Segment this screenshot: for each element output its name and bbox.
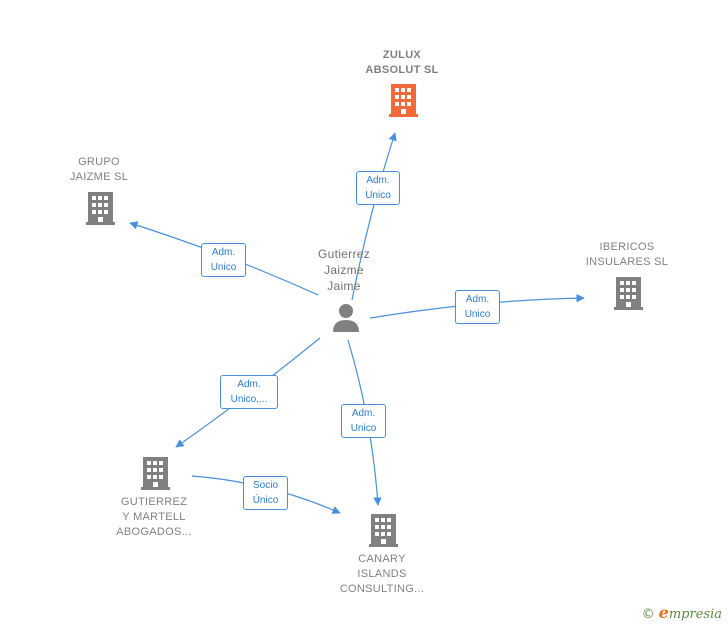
edge-label-to-gutierrez-martell: Adm. Unico,...: [220, 375, 278, 409]
node-label-ibericos-insulares[interactable]: IBERICOS INSULARES SL: [585, 241, 669, 268]
edge-label-to-zulux: Adm. Unico: [356, 171, 400, 205]
edge-to-zulux: [351, 132, 397, 301]
node-label-gutierrez-martell[interactable]: GUTIERREZ Y MARTELL ABOGADOS...: [116, 496, 192, 538]
building-icon[interactable]: [86, 192, 115, 225]
node-label-person[interactable]: Gutierrez Jaizme Jaime: [317, 247, 371, 293]
person-icon[interactable]: [333, 304, 359, 332]
node-label-zulux[interactable]: ZULUX ABSOLUT SL: [365, 49, 439, 76]
brand-name: mpresia: [668, 607, 722, 622]
copyright-brand[interactable]: ©empresia: [642, 603, 722, 622]
node-label-grupo-jaizme[interactable]: GRUPO JAIZME SL: [69, 156, 129, 183]
copyright-icon: ©: [641, 607, 655, 622]
building-icon[interactable]: [369, 514, 398, 547]
building-icon[interactable]: [614, 277, 643, 310]
building-icon[interactable]: [389, 84, 418, 117]
edge-label-to-grupo: Adm. Unico: [201, 243, 246, 277]
edge-label-to-ibericos: Adm. Unico: [455, 290, 500, 324]
brand-logo-letter: e: [658, 603, 669, 622]
edge-label-gm-to-canary: Socio Único: [243, 476, 288, 510]
building-icon[interactable]: [141, 457, 170, 490]
node-label-canary-islands[interactable]: CANARY ISLANDS CONSULTING...: [339, 553, 425, 595]
edge-label-to-canary: Adm. Unico: [341, 404, 386, 438]
